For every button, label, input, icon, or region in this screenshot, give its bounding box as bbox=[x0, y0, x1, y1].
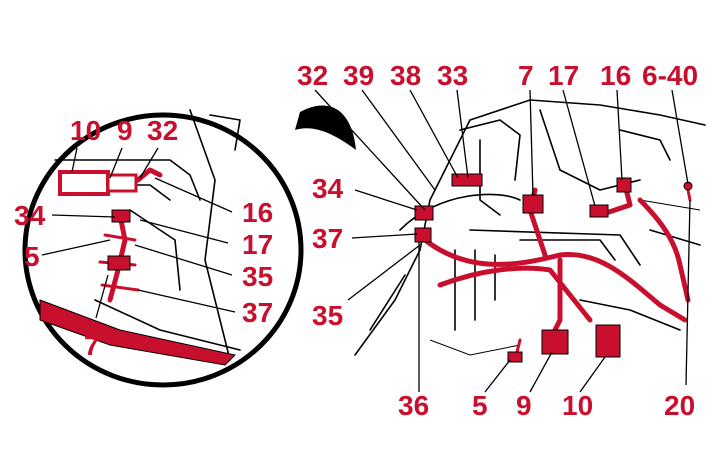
callout-37-main: 37 bbox=[312, 223, 343, 254]
callout-38-main: 38 bbox=[390, 60, 421, 91]
callout-7-main: 7 bbox=[518, 60, 534, 91]
callout-37-inset: 37 bbox=[242, 297, 273, 328]
callout-33-main: 33 bbox=[437, 60, 468, 91]
callout-17-inset: 17 bbox=[242, 229, 273, 260]
callout-10-main: 10 bbox=[562, 390, 593, 421]
callout-32-inset: 32 bbox=[147, 115, 178, 146]
callout-10-inset: 10 bbox=[70, 115, 101, 146]
inset-detail-view bbox=[22, 105, 356, 388]
callout-34-main: 34 bbox=[312, 173, 344, 204]
callout-32-main: 32 bbox=[297, 60, 328, 91]
callout-16-inset: 16 bbox=[242, 197, 273, 228]
main-harness bbox=[414, 173, 693, 363]
callout-6-40-main: 6-40 bbox=[642, 60, 698, 91]
callout-16-main: 16 bbox=[600, 60, 631, 91]
callout-35-main: 35 bbox=[312, 300, 343, 331]
callout-17-main: 17 bbox=[548, 60, 579, 91]
callout-labels: 10 9 32 34 5 7 16 17 35 37 32 39 38 33 7… bbox=[14, 60, 698, 421]
callout-36-main: 36 bbox=[398, 390, 429, 421]
callout-7-inset: 7 bbox=[84, 330, 100, 361]
callout-9-main: 9 bbox=[516, 390, 532, 421]
callout-9-inset: 9 bbox=[117, 115, 133, 146]
callout-5-main: 5 bbox=[472, 390, 488, 421]
callout-20-main: 20 bbox=[664, 390, 695, 421]
callout-34-inset: 34 bbox=[14, 200, 46, 231]
vehicle-line-art bbox=[354, 99, 706, 356]
leader-lines bbox=[41, 89, 691, 393]
callout-35-inset: 35 bbox=[242, 261, 273, 292]
callout-5-inset: 5 bbox=[24, 241, 40, 272]
callout-39-main: 39 bbox=[343, 60, 374, 91]
